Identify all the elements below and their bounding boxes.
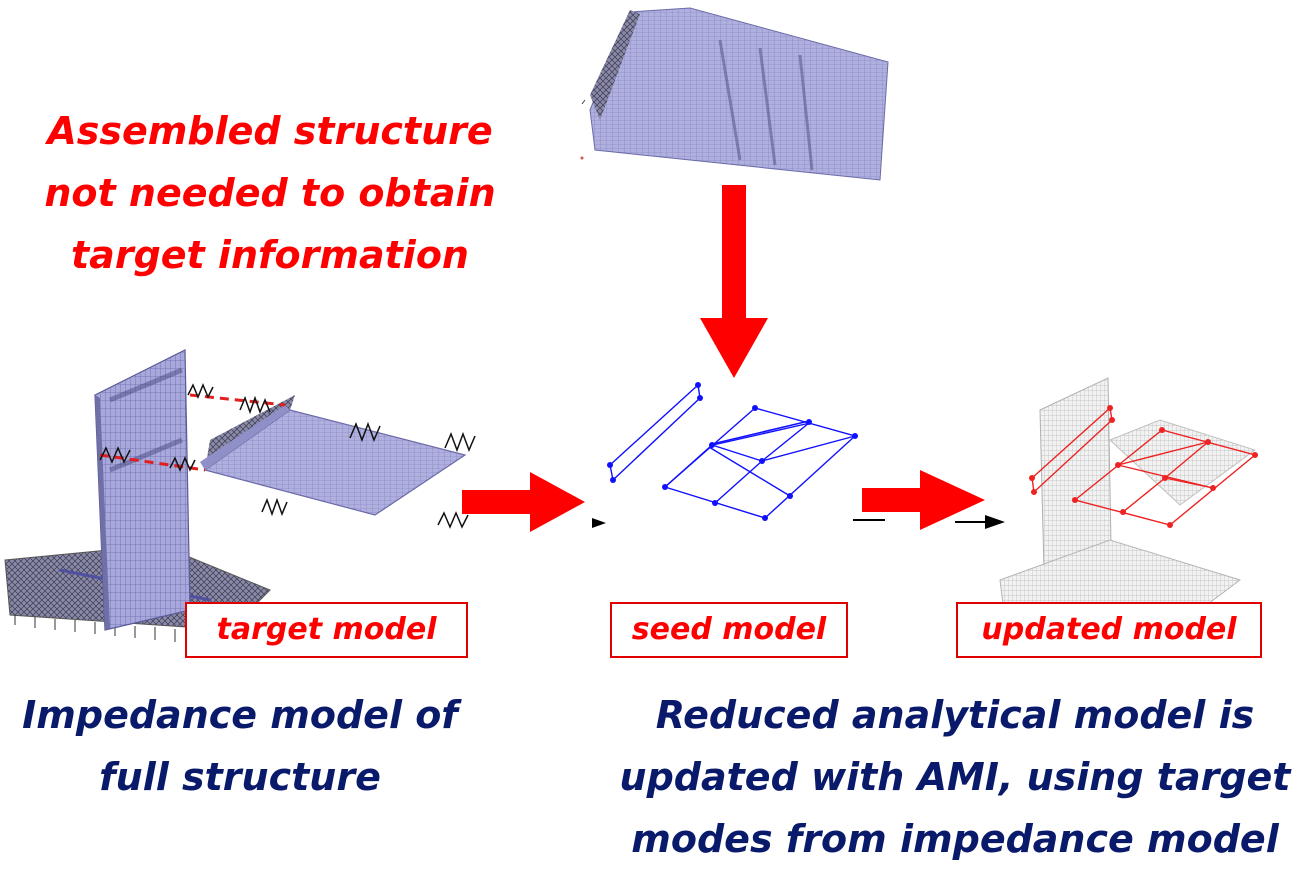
seed-model-label: seed model (610, 602, 848, 658)
caption-impedance-line-2: full structure (99, 755, 381, 799)
seed-model-nodes (607, 382, 858, 521)
caption-top-line-3: target information (71, 233, 469, 277)
caption-top-line-1: Assembled structure (47, 109, 493, 153)
target-model-label: target model (185, 602, 468, 658)
arrow-target-to-seed (462, 472, 606, 532)
caption-top-line-2: not needed to obtain (44, 171, 496, 215)
caption-reduced: Reduced analytical model is updated with… (610, 684, 1300, 870)
diagram-canvas: Assembled structure not needed to obtain… (0, 7, 1290, 861)
caption-top: Assembled structure not needed to obtain… (20, 100, 520, 286)
caption-reduced-line-2: updated with AMI, using target (619, 755, 1291, 799)
caption-impedance: Impedance model of full structure (0, 684, 480, 808)
updated-model-figure (999, 377, 1258, 626)
arrow-seed-to-updated (853, 470, 1005, 530)
down-arrow (700, 185, 768, 378)
updated-model-label: updated model (956, 602, 1262, 658)
caption-impedance-line-1: Impedance model of (22, 693, 458, 737)
target-model-figure (4, 349, 476, 642)
top-panel-model (580, 7, 889, 181)
seed-model-figure (609, 383, 857, 519)
caption-reduced-line-1: Reduced analytical model is (655, 693, 1255, 737)
caption-reduced-line-3: modes from impedance model (631, 817, 1279, 861)
